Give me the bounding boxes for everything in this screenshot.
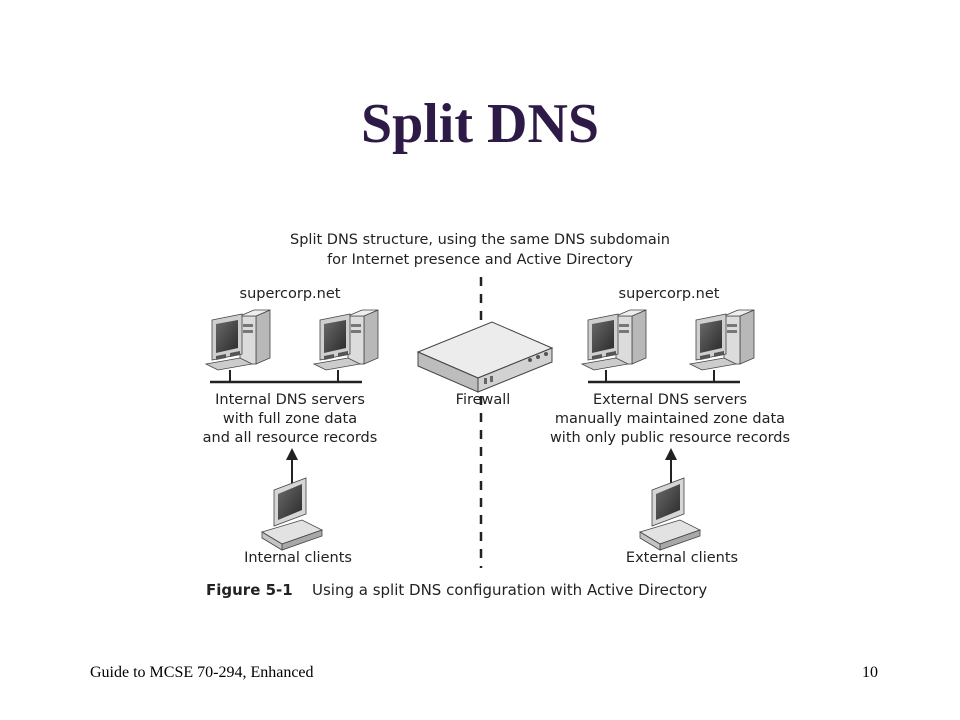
- firewall-icon: [416, 321, 554, 393]
- internal-client-icon: [261, 477, 323, 551]
- left-domain-label: supercorp.net: [240, 286, 341, 302]
- diagram-heading-line2: for Internet presence and Active Directo…: [327, 252, 633, 268]
- internal-dns-server-2-icon: [313, 309, 379, 371]
- internal-servers-line3: and all resource records: [203, 430, 378, 446]
- external-servers-line1: External DNS servers: [593, 392, 747, 408]
- internal-servers-line1: Internal DNS servers: [215, 392, 365, 408]
- right-domain-label: supercorp.net: [619, 286, 720, 302]
- page-number: 10: [862, 664, 878, 681]
- internal-servers-line2: with full zone data: [223, 411, 357, 427]
- diagram-heading-line1: Split DNS structure, using the same DNS …: [290, 232, 670, 248]
- external-query-arrow: [665, 448, 677, 487]
- firewall-label: Firewall: [456, 392, 511, 408]
- figure-caption: Using a split DNS configuration with Act…: [312, 581, 707, 599]
- external-dns-server-1-icon: [581, 309, 647, 371]
- external-client-icon: [639, 477, 701, 551]
- internal-clients-label: Internal clients: [244, 550, 352, 566]
- external-clients-label: External clients: [626, 550, 738, 566]
- figure-number: Figure 5-1: [206, 581, 293, 599]
- external-dns-server-2-icon: [689, 309, 755, 371]
- internal-query-arrow: [286, 448, 298, 487]
- external-servers-line3: with only public resource records: [550, 430, 790, 446]
- slide-title: Split DNS: [360, 93, 600, 155]
- footer-course-title: Guide to MCSE 70-294, Enhanced: [90, 664, 314, 681]
- external-servers-line2: manually maintained zone data: [555, 411, 785, 427]
- internal-dns-server-1-icon: [205, 309, 271, 371]
